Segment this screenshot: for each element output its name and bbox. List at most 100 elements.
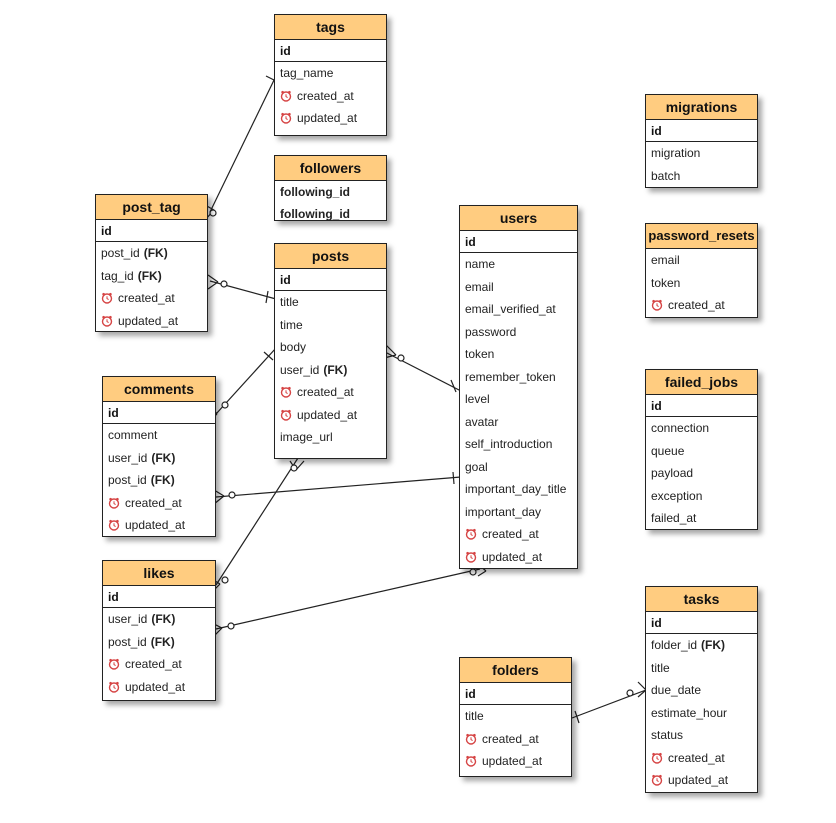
field-row: batch: [646, 165, 757, 188]
field-label: updated_at: [118, 313, 179, 328]
entity-title: post_tag: [96, 195, 207, 220]
field-row: self_introduction: [460, 433, 577, 456]
primary-key: id: [103, 402, 215, 424]
primary-key: id: [275, 40, 386, 62]
field-label: important_day_title: [465, 482, 567, 496]
field-row: email_verified_at: [460, 298, 577, 321]
field-label: migration: [651, 146, 701, 160]
rel-users-circle: [469, 568, 477, 576]
clock-icon: [280, 409, 292, 421]
field-row: migration: [646, 142, 757, 165]
field-label: following_id: [280, 207, 350, 220]
entity-users[interactable]: users id name email email_verified_at pa…: [459, 205, 578, 569]
entity-tasks[interactable]: tasks id folder_id(FK) title due_date es…: [645, 586, 758, 793]
field-label: created_at: [297, 385, 354, 399]
primary-key: id: [460, 683, 571, 705]
entity-failed-jobs[interactable]: failed_jobs id connection queue payload …: [645, 369, 758, 530]
field-row: status: [646, 724, 757, 747]
primary-key: id: [96, 220, 207, 242]
field-label: estimate_hour: [651, 705, 728, 720]
field-label: updated_at: [297, 407, 358, 422]
field-row: tag_name: [275, 62, 386, 85]
rel-comments-circle: [221, 401, 229, 409]
primary-key: id: [103, 586, 215, 608]
rel-likes-users: [215, 568, 481, 630]
rel-posts-users: [384, 351, 462, 392]
field-row: post_id(FK): [103, 469, 215, 492]
field-row: user_id(FK): [275, 359, 386, 382]
entity-likes[interactable]: likes id user_id(FK) post_id(FK) created…: [102, 560, 216, 701]
entity-followers[interactable]: followers following_id following_id: [274, 155, 387, 221]
field-row: important_day: [460, 501, 577, 524]
rel-posts-one-mark-2: [263, 351, 274, 361]
field-row: post_id(FK): [103, 631, 215, 654]
field-row: body: [275, 336, 386, 359]
field-row: important_day_title: [460, 478, 577, 501]
field-label: created_at: [118, 291, 175, 305]
entity-comments[interactable]: comments id comment user_id(FK) post_id(…: [102, 376, 216, 537]
primary-key: id: [646, 395, 757, 417]
field-label: created_at: [125, 495, 182, 510]
primary-key: id: [646, 120, 757, 142]
clock-icon: [108, 519, 120, 531]
clock-icon: [465, 551, 477, 563]
field-label: remember_token: [465, 369, 556, 384]
field-row: image_url: [275, 426, 386, 449]
clock-icon: [465, 528, 477, 540]
field-row: post_id(FK): [96, 242, 207, 265]
field-row: title: [646, 657, 757, 680]
rel-posts-users-circle: [397, 354, 405, 362]
rel-post-tag-tags: [209, 75, 277, 213]
field-label: token: [465, 347, 495, 361]
field-label: updated_at: [482, 754, 543, 768]
field-row: avatar: [460, 411, 577, 434]
field-label: goal: [465, 459, 488, 474]
field-row: updated_at: [96, 310, 207, 333]
entity-password-resets[interactable]: password_resets email token created_at: [645, 223, 758, 318]
clock-icon: [101, 292, 113, 304]
field-label: batch: [651, 168, 681, 183]
fk-label: (FK): [151, 612, 176, 626]
fk-label: (FK): [701, 638, 726, 652]
field-row: exception: [646, 485, 757, 508]
field-label: post_id: [108, 634, 147, 649]
entity-migrations[interactable]: migrations id migration batch: [645, 94, 758, 188]
rel-posttag-crow-a: [207, 274, 219, 283]
clock-icon: [280, 112, 292, 124]
field-row: folder_id(FK): [646, 634, 757, 657]
clock-icon: [108, 681, 120, 693]
entity-folders[interactable]: folders id title created_at updated_at: [459, 657, 572, 777]
field-row: created_at: [646, 294, 757, 317]
rel-likes-users-circle: [227, 622, 235, 630]
field-label: important_day: [465, 504, 542, 519]
field-label: exception: [651, 488, 703, 503]
field-label: due_date: [651, 683, 702, 697]
entity-post-tag[interactable]: post_tag id post_id(FK) tag_id(FK) creat…: [95, 194, 208, 332]
fk-label: (FK): [150, 634, 175, 649]
field-label: connection: [651, 421, 710, 435]
field-row: updated_at: [646, 769, 757, 792]
field-row: email: [646, 249, 757, 272]
field-row: created_at: [646, 747, 757, 770]
entity-title: comments: [103, 377, 215, 402]
field-label: title: [280, 295, 299, 309]
rel-likes-circle: [221, 576, 229, 584]
field-row: updated_at: [103, 514, 215, 537]
clock-icon: [101, 315, 113, 327]
entity-posts[interactable]: posts id title time body user_id(FK) cre…: [274, 243, 387, 459]
field-label: title: [465, 709, 484, 723]
field-row: goal: [460, 456, 577, 479]
field-label: user_id: [280, 362, 320, 377]
clock-icon: [651, 299, 663, 311]
field-row: user_id(FK): [103, 608, 215, 631]
field-row: token: [460, 343, 577, 366]
entity-tags[interactable]: tags id tag_name created_at updated_at: [274, 14, 387, 136]
field-row: remember_token: [460, 366, 577, 389]
entity-body: following_id following_id: [275, 181, 386, 220]
field-row: created_at: [103, 653, 215, 676]
rel-posts-one-mark-1: [265, 290, 269, 304]
field-row: updated_at: [103, 676, 215, 699]
clock-icon: [651, 752, 663, 764]
field-row: title: [275, 291, 386, 314]
clock-icon: [465, 733, 477, 745]
